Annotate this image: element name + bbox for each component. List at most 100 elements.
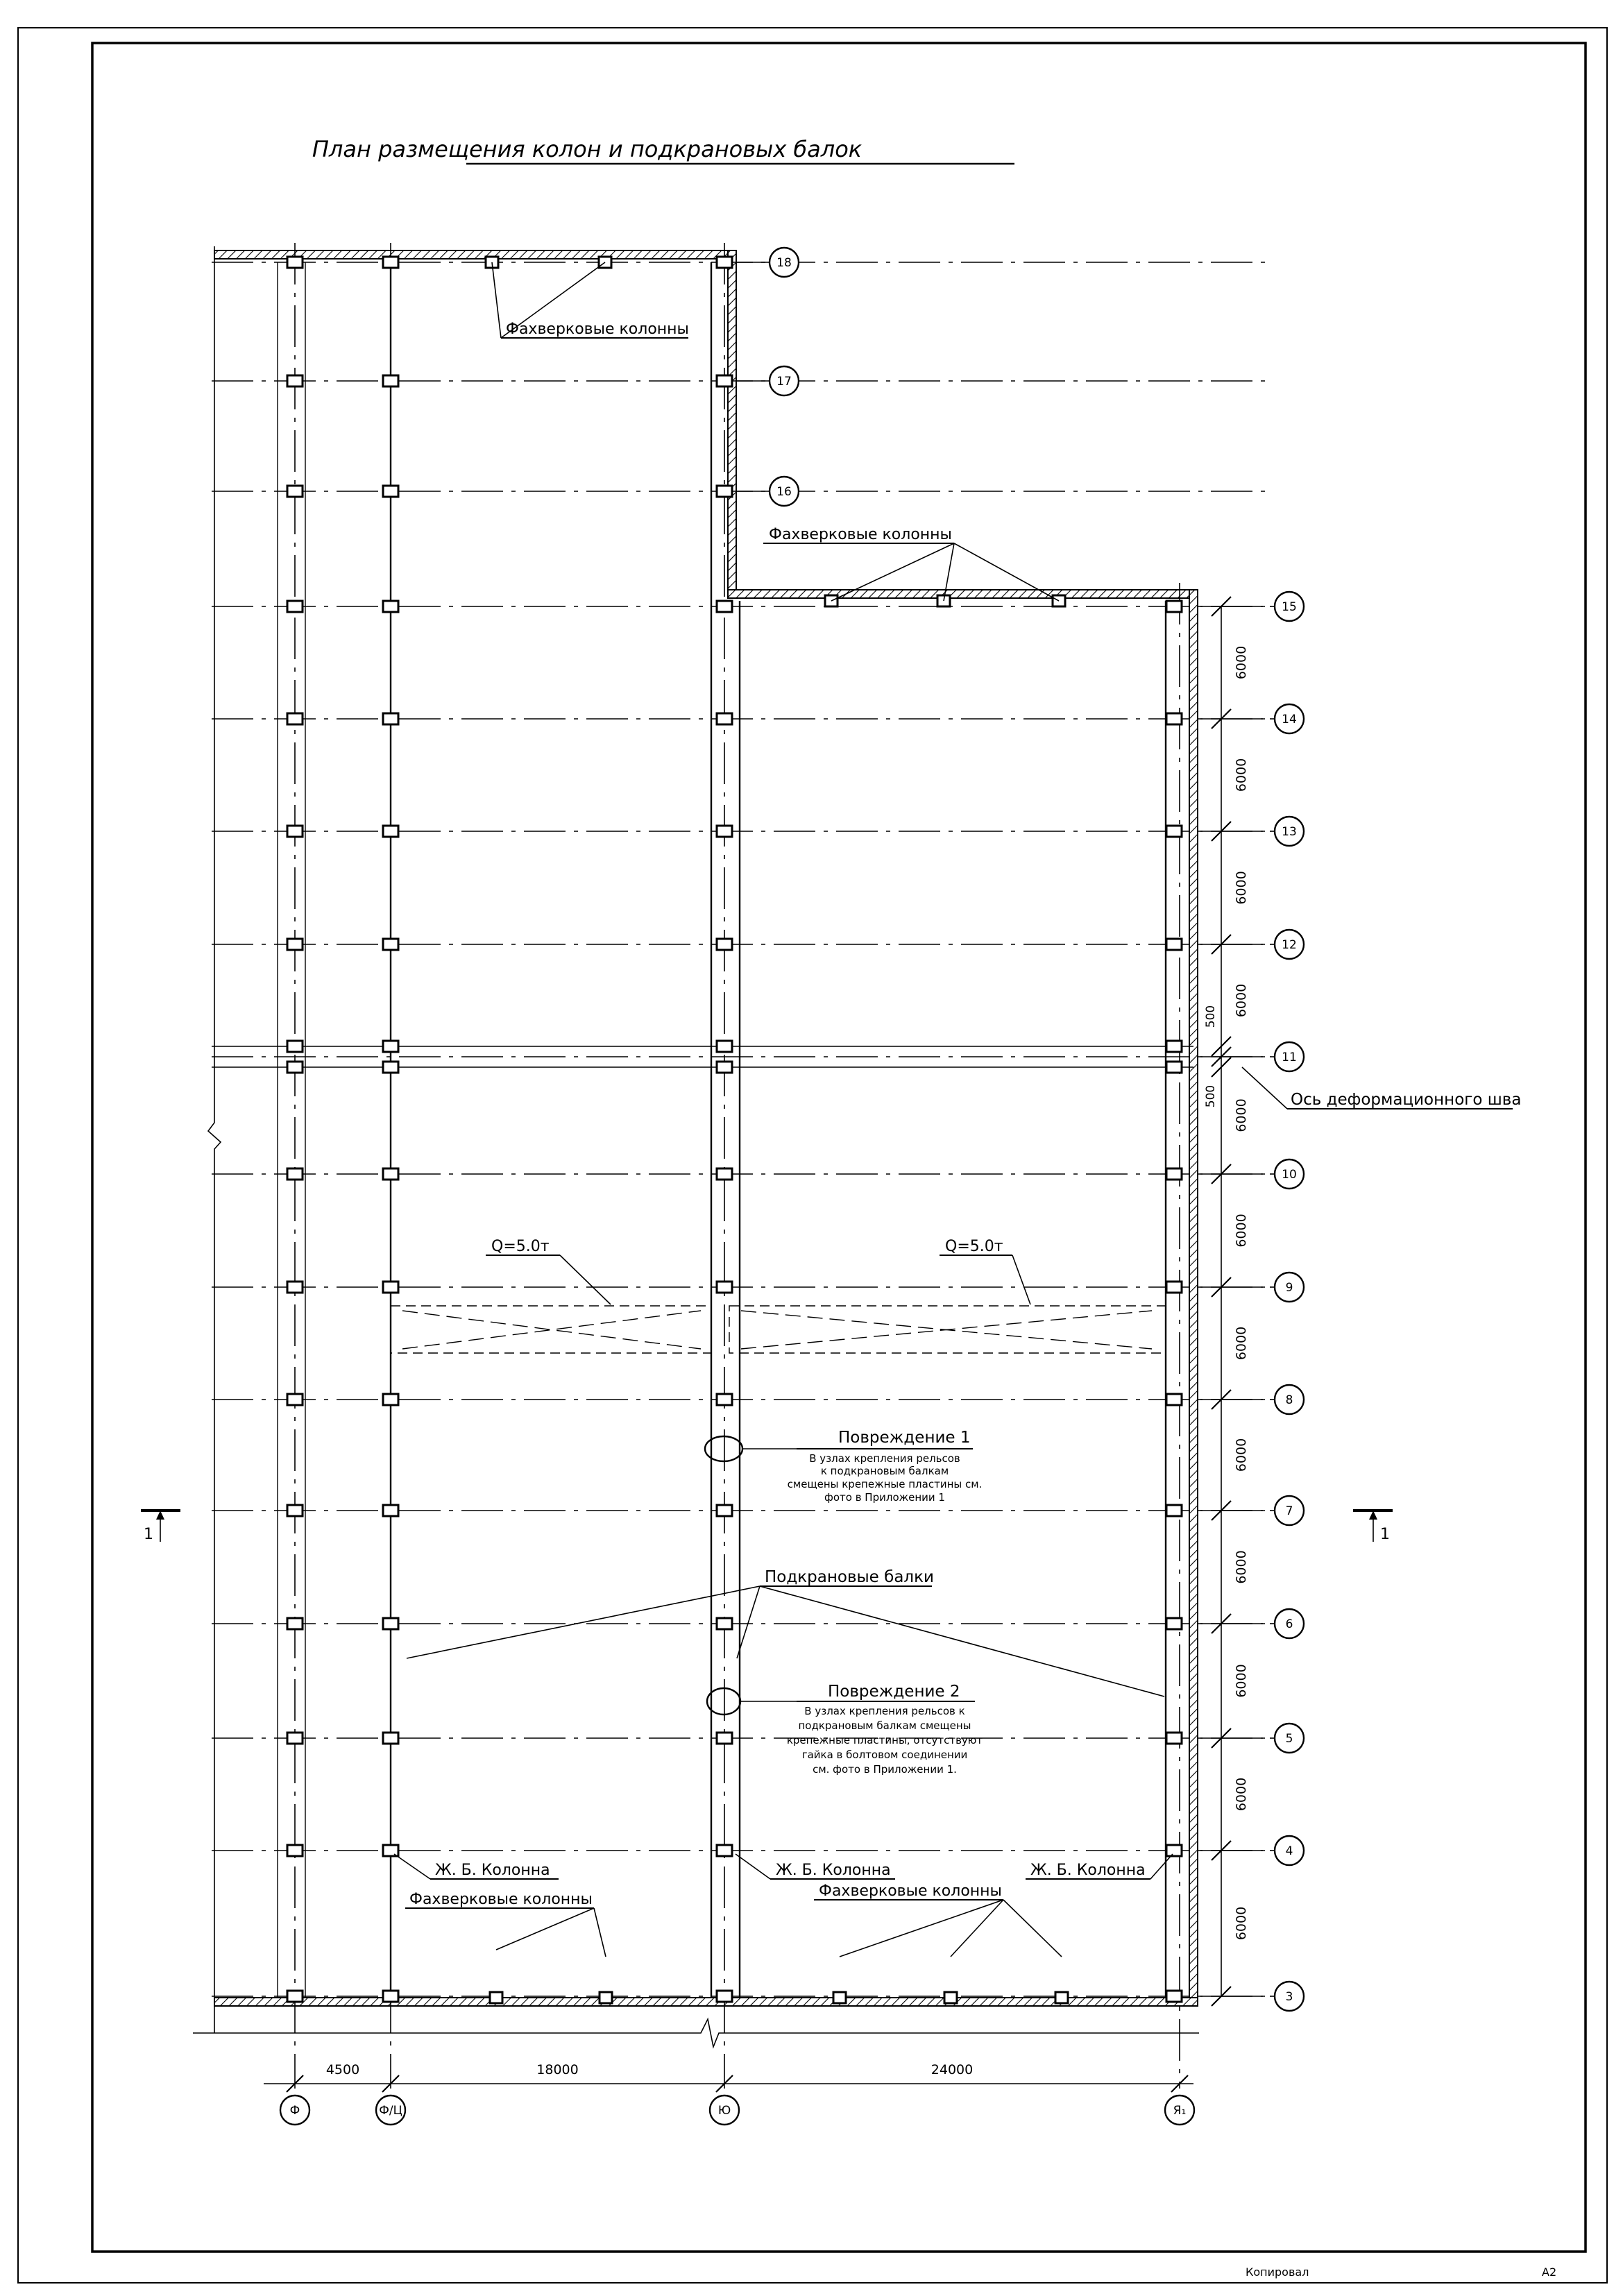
rc-column (286, 374, 304, 388)
note-crane-beams: Подкрановые балки (406, 1568, 1165, 1697)
row-marker-8: 8 (1270, 1384, 1305, 1415)
dimensions-right: 6000600060006000600060006000600060006000… (1200, 596, 1263, 2007)
damage2-title: Повреждение 2 (828, 1683, 960, 1701)
row-marker-18: 18 (736, 246, 800, 278)
rc-column (382, 1280, 400, 1294)
col-marker-label: Ю (718, 2104, 731, 2118)
row-marker-label: 13 (1282, 825, 1297, 839)
rc-column (715, 1989, 733, 2003)
crane-load-right: Q=5.0т (945, 1238, 1003, 1255)
row-marker-5: 5 (1270, 1722, 1305, 1754)
crane-beams-label: Подкрановые балки (765, 1568, 934, 1586)
fachwerk-column (598, 1991, 613, 2005)
fachwerk-column (488, 1991, 504, 2005)
fachwerk-mid-label: Фахверковые колонны (769, 526, 952, 543)
row-marker-label: 4 (1286, 1844, 1293, 1858)
row-marker-10: 10 (1270, 1158, 1305, 1190)
col-marker-1: Ф/Ц (375, 2094, 407, 2126)
row-marker-circle (1273, 703, 1305, 735)
dim-label-right: 6000 (1234, 984, 1249, 1017)
note-fachwerk-top: Фахверковые колонны (491, 262, 689, 339)
rc-column (715, 1039, 733, 1053)
note-damage-2: Повреждение 2 В узлах крепления рельсов … (706, 1683, 983, 1776)
dim-label-bottom: 24000 (931, 2062, 973, 2077)
dim-label-right: 6000 (1234, 871, 1249, 904)
rc-column (382, 937, 400, 951)
rc-column (286, 1280, 304, 1294)
dim-tick (1171, 2075, 1189, 2093)
rc-column (382, 712, 400, 726)
drawing-title: План размещения колон и подкрановых бало… (312, 136, 863, 162)
rc-column (715, 374, 733, 388)
dim-label-seam: 500 (1204, 1085, 1218, 1107)
note-rc-column-3: Ж. Б. Колонна (1026, 1853, 1173, 1880)
outer-border (17, 27, 1608, 2284)
col-marker-label: Ф (290, 2104, 300, 2118)
rc-column (382, 1731, 400, 1745)
rc-column-label-2: Ж. Б. Колонна (776, 1862, 891, 1879)
row-marker-label: 3 (1286, 1990, 1293, 2004)
row-marker-circle (768, 246, 800, 278)
dim-label-right: 6000 (1234, 1664, 1249, 1697)
rc-column (286, 1989, 304, 2003)
row-marker-11: 11 (1270, 1041, 1305, 1073)
col-marker-2: Ю (708, 2094, 740, 2126)
rc-column (286, 1617, 304, 1631)
row-marker-label: 6 (1286, 1617, 1293, 1631)
dim-label-right: 6000 (1234, 1778, 1249, 1811)
rc-column (1165, 1617, 1183, 1631)
col-marker-circle (708, 2094, 740, 2126)
section-mark-left: 1 (141, 1509, 180, 1543)
rc-column (715, 1504, 733, 1517)
dim-label-bottom: 4500 (326, 2062, 359, 2077)
row-marker-6: 6 (1270, 1608, 1305, 1640)
rc-column (286, 1167, 304, 1181)
walls (214, 250, 1198, 2007)
damage1-line-3: смещены крепежные пластины см. (788, 1478, 983, 1490)
row-marker-circle (1273, 1495, 1305, 1527)
rc-column (382, 1617, 400, 1631)
seam-label: Ось деформационного шва (1291, 1091, 1521, 1109)
rc-column (715, 712, 733, 726)
damage2-line-2: подкрановым балкам смещены (798, 1719, 971, 1732)
rc-column (1165, 1504, 1183, 1517)
fachwerk-top-label: Фахверковые колонны (506, 321, 689, 338)
rc-column (1165, 1844, 1183, 1857)
rc-column (382, 484, 400, 498)
row-marker-circle (1273, 1158, 1305, 1190)
rc-column (286, 1731, 304, 1745)
col-marker-label: Ф/Ц (379, 2104, 402, 2118)
wall-right (1189, 589, 1198, 2007)
damage2-line-1: В узлах крепления рельсов к (804, 1705, 965, 1717)
rc-column (286, 1060, 304, 1074)
row-marker-label: 11 (1282, 1051, 1297, 1064)
columns (286, 255, 1183, 2003)
dim-tick (715, 2075, 733, 2093)
row-marker-circle (1273, 1608, 1305, 1640)
dim-tick (1211, 1057, 1232, 1078)
row-marker-circle (1273, 1384, 1305, 1415)
note-damage-1: Повреждение 1 В узлах крепления рельсов … (704, 1429, 983, 1504)
row-marker-4: 4 (1270, 1835, 1305, 1866)
col-marker-circle (375, 2094, 407, 2126)
rc-column (715, 255, 733, 269)
row-marker-circle (1273, 1835, 1305, 1866)
row-marker-14: 14 (1270, 703, 1305, 735)
row-marker-17: 17 (736, 365, 800, 397)
row-marker-label: 18 (776, 256, 792, 270)
dim-tick (286, 2075, 304, 2093)
dim-label-right: 6000 (1234, 1327, 1249, 1360)
dim-label-right: 6000 (1234, 758, 1249, 792)
stamp-format: A2 (1542, 2265, 1556, 2279)
row-marker-9: 9 (1270, 1271, 1305, 1303)
row-marker-circle (1273, 590, 1305, 622)
crane-left (390, 1305, 712, 1354)
row-marker-label: 12 (1282, 938, 1297, 952)
fachwerk-column (1054, 1991, 1069, 2005)
rc-column (715, 1844, 733, 1857)
note-rc-column-1: Ж. Б. Колонна (393, 1853, 559, 1880)
row-marker-circle (1273, 1980, 1305, 2012)
damage1-title: Повреждение 1 (838, 1429, 971, 1447)
